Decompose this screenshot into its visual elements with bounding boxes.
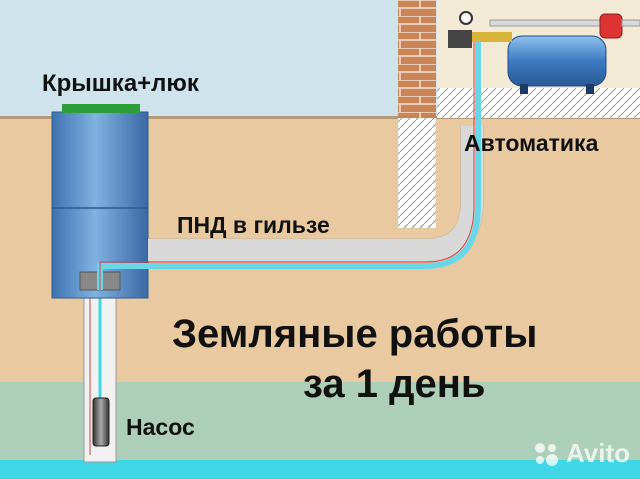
headline-line-1: Земляные работы <box>172 312 538 356</box>
pressure-gauge <box>459 11 473 25</box>
label-pump: Насос <box>126 414 195 440</box>
water-pipe <box>97 40 481 290</box>
label-pipe: ПНД в гильзе <box>177 212 330 238</box>
brick-wall <box>398 0 436 118</box>
label-cover: Крышка+люк <box>42 70 199 97</box>
headline-line-2: за 1 день <box>303 362 486 406</box>
foundation <box>398 118 436 228</box>
watermark-text: Avito <box>566 438 631 468</box>
filter <box>599 13 623 39</box>
sleeve-pipe <box>148 126 483 261</box>
pump <box>92 397 110 447</box>
pressure-switch <box>448 30 472 48</box>
label-automation: Автоматика <box>464 130 599 156</box>
house-floor-hatch <box>437 88 640 118</box>
caisson-lid <box>62 104 140 113</box>
water-floor <box>0 460 640 479</box>
ground-line <box>0 116 640 119</box>
expansion-tank <box>507 35 607 87</box>
avito-logo-icon <box>535 443 558 466</box>
